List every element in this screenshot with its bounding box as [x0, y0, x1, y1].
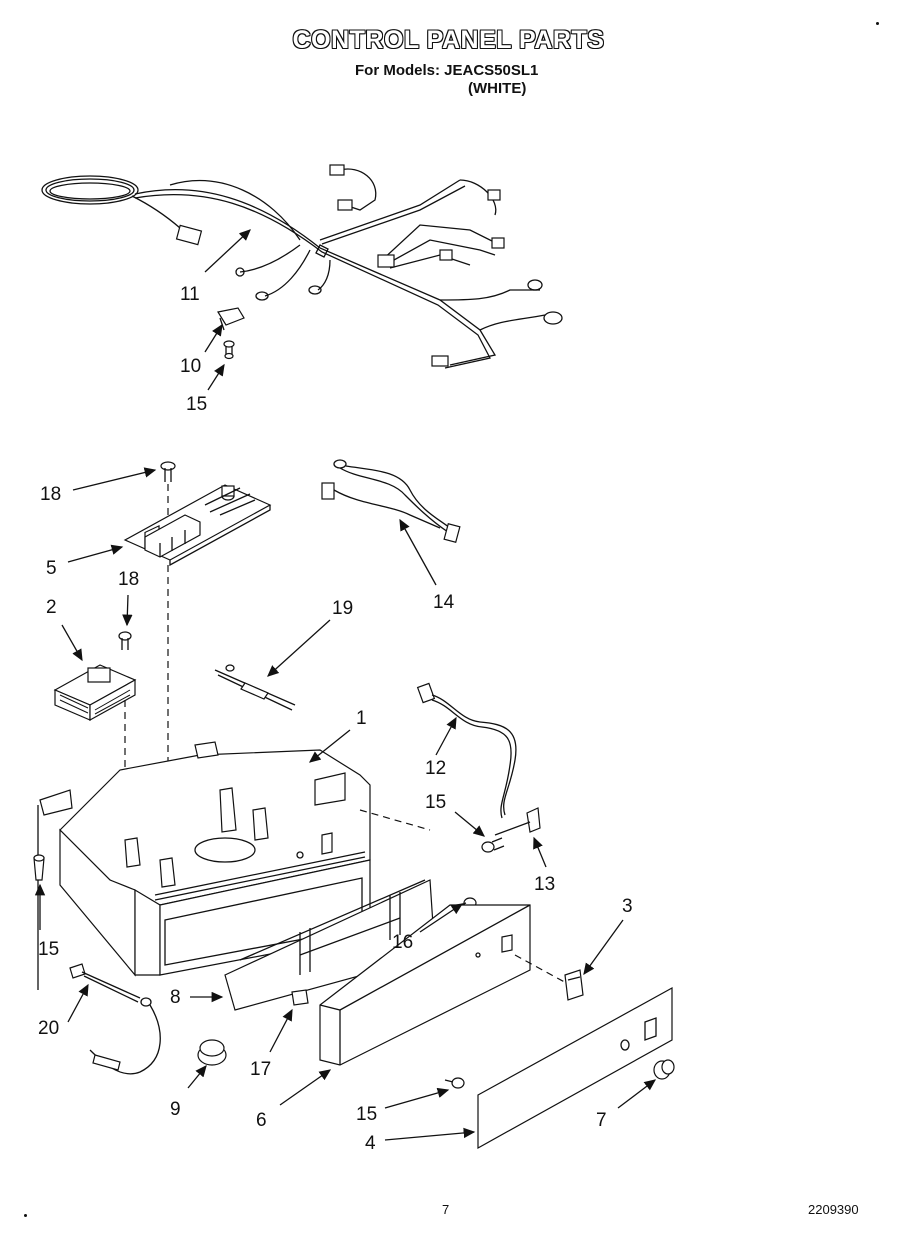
callout-20: 20 — [38, 1018, 59, 1039]
transformer-part-2 — [53, 664, 137, 722]
screw-part-15-top — [223, 340, 235, 360]
control-board-part-5 — [123, 484, 272, 567]
callout-18: 18 — [118, 569, 139, 590]
callout-1: 1 — [356, 708, 367, 729]
thermistor-part-20 — [69, 963, 161, 1075]
callout-15: 15 — [356, 1104, 377, 1125]
control-housing-part-1 — [37, 741, 371, 990]
clip-part-10 — [217, 307, 245, 331]
callout-14: 14 — [433, 592, 455, 613]
button-part-9 — [197, 1039, 227, 1066]
callout-10: 10 — [180, 356, 201, 377]
overlay-part-4 — [477, 986, 673, 1150]
screw-part-15-right — [481, 837, 505, 853]
color-line: (WHITE) — [468, 80, 527, 97]
screw-part-15-left — [33, 854, 45, 881]
document-code: 2209390 — [808, 1202, 859, 1217]
page-number: 7 — [442, 1202, 450, 1217]
callout-12: 12 — [425, 758, 446, 779]
callout-4: 4 — [365, 1133, 376, 1154]
leader-lines — [34, 229, 657, 1141]
callout-18: 18 — [40, 484, 61, 505]
callout-7: 7 — [596, 1110, 607, 1131]
corner-mark — [24, 1214, 27, 1217]
callout-15: 15 — [38, 939, 59, 960]
callout-8: 8 — [170, 987, 181, 1008]
clip-part-17 — [291, 989, 309, 1006]
callout-5: 5 — [46, 558, 57, 579]
leader-dash — [359, 809, 431, 831]
callout-11: 11 — [180, 284, 200, 305]
screw-part-15-bottom — [444, 1077, 465, 1089]
wire-part-19 — [214, 664, 296, 711]
corner-mark — [876, 22, 879, 25]
page-title: CONTROL PANEL PARTS — [292, 26, 605, 54]
harness-part-14 — [321, 459, 461, 544]
screw-part-18-top — [160, 461, 176, 482]
model-line: For Models: JEACS50SL1 — [355, 62, 539, 79]
wire-harness-part-11 — [41, 164, 563, 369]
bracket-part-13 — [494, 807, 541, 836]
callout-17: 17 — [250, 1059, 271, 1080]
callout-13: 13 — [534, 874, 555, 895]
callout-15: 15 — [186, 394, 207, 415]
switch-part-3 — [564, 969, 584, 1001]
mounting-plate-part-8 — [224, 879, 436, 1011]
callout-9: 9 — [170, 1099, 181, 1120]
callout-2: 2 — [46, 597, 57, 618]
callout-16: 16 — [392, 932, 413, 953]
console-panel-part-6 — [319, 904, 571, 1066]
callout-3: 3 — [622, 896, 633, 917]
callout-6: 6 — [256, 1110, 267, 1131]
sensor-cable-part-12 — [416, 682, 517, 819]
callout-15: 15 — [425, 792, 446, 813]
callout-19: 19 — [332, 598, 353, 619]
knob-part-7 — [653, 1059, 675, 1080]
screw-part-18-lower — [118, 631, 132, 650]
callout-labels: 11 10 15 18 5 18 2 19 14 1 12 15 13 3 16… — [38, 284, 633, 1154]
